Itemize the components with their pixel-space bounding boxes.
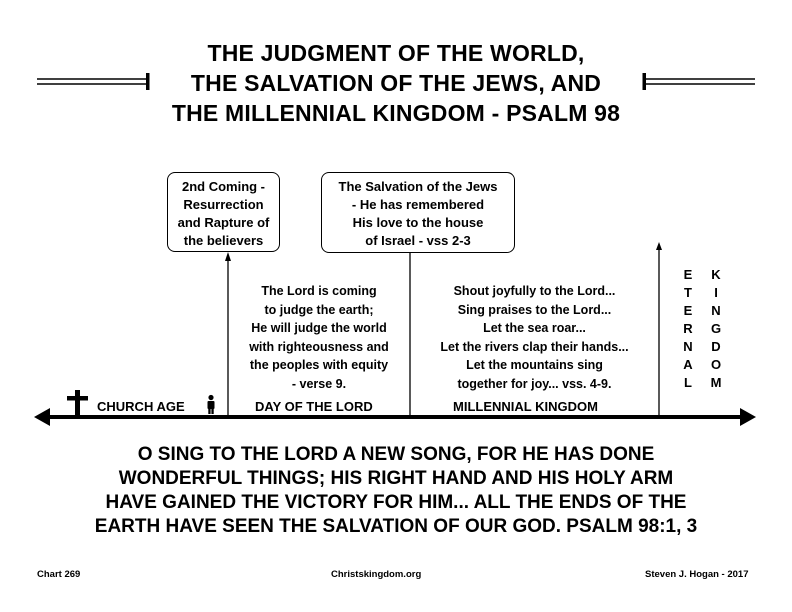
letter: O [710, 357, 722, 372]
callout-line: and Rapture of [177, 215, 270, 230]
footer-chart-number: Chart 269 [37, 569, 81, 580]
letter: N [711, 303, 721, 318]
era-day-of-lord: DAY OF THE LORD [255, 399, 373, 414]
description-line: Sing praises to the Lord... [457, 302, 612, 317]
callout-line: The Salvation of the Jews [338, 179, 498, 194]
letter: R [683, 321, 693, 336]
callout-line: the believers [183, 233, 264, 248]
title-line: THE JUDGMENT OF THE WORLD, [207, 40, 585, 66]
title-rule-left [37, 73, 150, 90]
footer-author: Steven J. Hogan - 2017 [645, 569, 749, 580]
callout-line: 2nd Coming - [181, 179, 266, 194]
callout-line: of Israel - vss 2-3 [365, 233, 471, 248]
description-line: the peoples with equity [249, 358, 389, 372]
title-line: THE MILLENNIAL KINGDOM - PSALM 98 [171, 100, 621, 126]
callout-line: - He has remembered [351, 197, 485, 212]
letter: G [710, 321, 722, 336]
day-of-lord-description: The Lord is coming to judge the earth; H… [230, 282, 408, 393]
verse-line: O SING TO THE LORD A NEW SONG, FOR HE HA… [137, 444, 655, 465]
era-church-age: CHURCH AGE [97, 399, 185, 414]
letter: M [710, 375, 722, 390]
letter: K [711, 267, 721, 282]
description-line: Let the mountains sing [466, 358, 603, 372]
verse-line: EARTH HAVE SEEN THE SALVATION OF OUR GOD… [94, 516, 698, 537]
divider-eternal [656, 242, 662, 415]
verse-line: HAVE GAINED THE VICTORY FOR HIM... ALL T… [105, 492, 687, 513]
description-line: Let the sea roar... [483, 321, 586, 335]
page-title: THE JUDGMENT OF THE WORLD, THE SALVATION… [150, 38, 642, 128]
letter: N [683, 339, 693, 354]
divider-second-coming [225, 252, 231, 415]
description-line: - verse 9. [291, 376, 347, 391]
callout-line: Resurrection [183, 197, 264, 212]
footer-website: Christskingdom.org [331, 569, 422, 580]
description-line: Shout joyfully to the Lord... [453, 284, 616, 298]
timeline-axis [34, 408, 756, 426]
millennial-description: Shout joyfully to the Lord... Sing prais… [412, 282, 657, 393]
salvation-jews-callout: The Salvation of the Jews - He has remem… [321, 172, 515, 253]
letter: L [684, 375, 692, 390]
description-line: together for joy... vss. 4-9. [457, 376, 612, 391]
description-line: to judge the earth; [264, 302, 374, 317]
letter: E [683, 267, 693, 282]
title-line: THE SALVATION OF THE JEWS, AND [190, 70, 602, 96]
description-line: He will judge the world [251, 321, 387, 335]
letter: I [714, 285, 718, 300]
kingdom-vertical-label: K I N G D O M [709, 266, 723, 392]
letter: D [711, 339, 721, 354]
verse-line: WONDERFUL THINGS; HIS RIGHT HAND AND HIS… [118, 468, 674, 489]
description-line: The Lord is coming [261, 284, 377, 298]
eternal-vertical-label: E T E R N A L [681, 266, 695, 392]
callout-line: His love to the house [352, 215, 484, 230]
letter: A [683, 357, 693, 372]
letter: E [683, 303, 693, 318]
title-rule-right [642, 73, 755, 90]
era-millennial-kingdom: MILLENNIAL KINGDOM [453, 399, 598, 414]
person-icon [207, 394, 215, 414]
description-line: with righteousness and [249, 339, 389, 354]
cross-icon [67, 390, 88, 415]
psalm-verse: O SING TO THE LORD A NEW SONG, FOR HE HA… [40, 443, 752, 539]
second-coming-callout: 2nd Coming - Resurrection and Rapture of… [167, 172, 280, 252]
description-line: Let the rivers clap their hands... [440, 339, 629, 354]
letter: T [684, 285, 692, 300]
